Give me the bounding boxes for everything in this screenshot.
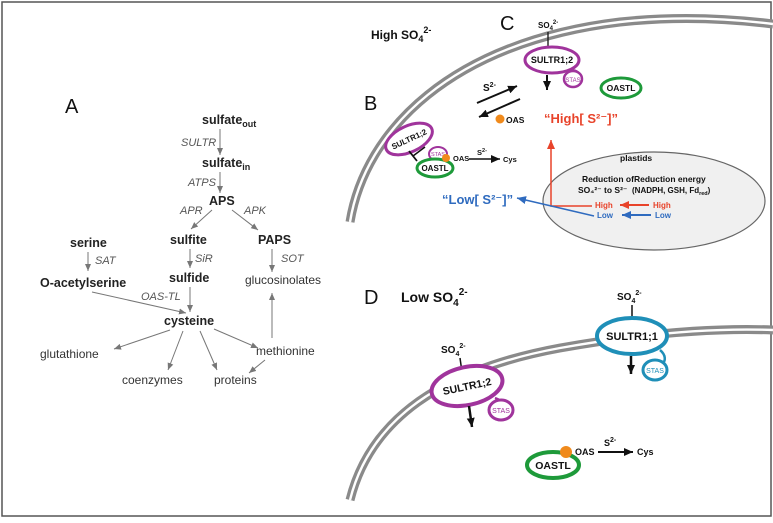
- arrow-cys-glutathione: [113, 329, 171, 350]
- oas-label-mid: OAS: [506, 115, 525, 125]
- node-serine: serine: [70, 236, 107, 250]
- low-so4-title: Low SO42-: [401, 287, 468, 309]
- high-s2-label: “High[ S²⁻]”: [544, 111, 618, 126]
- oastl-label-d: OASTL: [535, 460, 571, 472]
- node-o-acetylserine: O-acetylserine: [40, 276, 126, 290]
- node-sulfide: sulfide: [169, 271, 209, 285]
- sultr12-transporter-b: [384, 121, 434, 157]
- oastl-label-c: OASTL: [607, 83, 636, 93]
- membrane-low-inner: [348, 328, 773, 501]
- oas-dot-b: [442, 154, 450, 162]
- low-s2-arrow: [516, 196, 595, 217]
- low-label-left: Low: [597, 211, 614, 220]
- arrow-apk: [231, 209, 259, 231]
- arrow-cys-coenzymes: [167, 330, 184, 371]
- arrow-cys-methionine: [213, 328, 259, 349]
- sultr12-transporter-d: [429, 363, 505, 409]
- sultr11-transporter: [595, 316, 669, 356]
- panel-label-d: D: [364, 287, 378, 309]
- so4-label-sultr12: SO42-: [441, 343, 466, 358]
- s2-label-d: S2-: [604, 437, 617, 448]
- stas-label-c: STAS: [565, 78, 580, 84]
- oas-dot-mid: [495, 114, 505, 124]
- node-sulfate-out: sulfateout: [202, 113, 256, 129]
- stas-domain-sultr11: [641, 358, 669, 382]
- arrow-apr: [190, 209, 213, 230]
- node-proteins: proteins: [214, 373, 257, 387]
- influx-arrow-sultr12: [466, 405, 475, 428]
- low-s2-label: “Low[ S²⁻]”: [442, 192, 513, 207]
- inhibition-line-b: [412, 146, 426, 157]
- oastl-free-c: [599, 76, 643, 100]
- so4-label-c: SO42-: [538, 20, 558, 32]
- panel-label-a: A: [65, 96, 79, 118]
- so4-label-sultr11: SO42-: [617, 290, 642, 305]
- stas-label-sultr11: STAS: [646, 368, 664, 375]
- arrow-met-proteins: [248, 359, 266, 374]
- inhibition-bar-b: [408, 150, 418, 162]
- node-aps: APS: [209, 194, 235, 208]
- enzyme-apk: APK: [243, 205, 267, 217]
- node-cysteine: cysteine: [164, 314, 214, 328]
- oastl-complex-b: [415, 157, 455, 179]
- sultr12-group-b: SULTR1;2: [384, 121, 434, 157]
- node-sulfite: sulfite: [170, 233, 207, 247]
- stas-domain-c: [562, 69, 584, 89]
- oas-dot-d: [560, 446, 572, 458]
- high-so4-title: High SO42-: [371, 25, 431, 44]
- enzyme-atps: ATPS: [187, 177, 217, 189]
- panel-label-c: C: [500, 13, 514, 35]
- plastids-label: plastids: [620, 153, 652, 163]
- arrow-oas-to-cysteine: [91, 291, 187, 315]
- cys-label-b: Cys: [503, 155, 517, 164]
- node-coenzymes: coenzymes: [122, 373, 183, 387]
- s2-label-mid: S2-: [483, 82, 497, 94]
- sultr12-group-d: SULTR1;2: [429, 363, 505, 409]
- enzyme-sir: SiR: [195, 253, 213, 265]
- membrane-high-inner: [348, 17, 773, 223]
- enzyme-apr: APR: [179, 205, 203, 217]
- enzyme-oas-tl: OAS-TL: [141, 291, 181, 303]
- node-glutathione: glutathione: [40, 347, 99, 361]
- high-label-left: High: [595, 201, 613, 210]
- stas-label-sultr12: STAS: [492, 408, 510, 415]
- arrow-cys-proteins: [199, 330, 218, 371]
- reduction-of-line1: Reduction of: [582, 174, 634, 184]
- stas-domain-sultr12: [487, 398, 515, 422]
- s2-arrow-down: [478, 98, 521, 118]
- enzyme-sot: SOT: [281, 253, 305, 265]
- sultr12-label-c: SULTR1;2: [531, 55, 573, 65]
- stas-label-b: STAS: [431, 152, 445, 158]
- oastl-label-b: OASTL: [421, 164, 448, 173]
- oas-label-d: OAS: [575, 447, 595, 457]
- node-glucosinolates: glucosinolates: [245, 273, 321, 287]
- sultr12-transporter-c: [523, 45, 581, 75]
- s2-label-b: S2-: [477, 148, 487, 157]
- cys-label-d: Cys: [637, 447, 654, 457]
- high-label-right: High: [653, 201, 671, 210]
- node-methionine: methionine: [256, 344, 315, 358]
- oastl-free-d: [525, 450, 581, 480]
- node-paps: PAPS: [258, 233, 291, 247]
- low-label-right: Low: [655, 211, 672, 220]
- reduction-energy-line1: Reduction energy: [634, 174, 706, 184]
- reduction-energy-line2: (NADPH, GSH, Fdred): [632, 186, 711, 197]
- reduction-of-line2: SO₄²⁻ to S²⁻: [578, 185, 627, 195]
- panel-label-b: B: [364, 93, 377, 115]
- s2-arrow-up: [476, 85, 518, 104]
- enzyme-sat: SAT: [95, 255, 117, 267]
- plastids-organelle: [542, 151, 766, 251]
- sultr11-label: SULTR1;1: [606, 331, 658, 343]
- enzyme-sultr: SULTR: [181, 137, 216, 149]
- oas-label-b: OAS: [453, 154, 469, 163]
- node-sulfate-in: sulfatein: [202, 156, 250, 172]
